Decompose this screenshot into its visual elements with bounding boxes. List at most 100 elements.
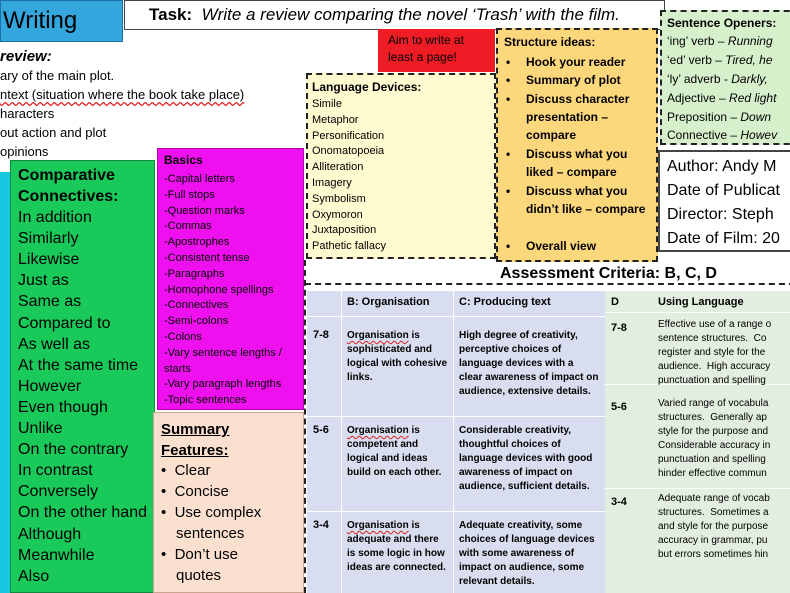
connective-item: As well as bbox=[18, 335, 91, 353]
band-label: 7-8 bbox=[313, 329, 329, 341]
connective-item: At the same time bbox=[18, 356, 139, 374]
language-device-item: Symbolism bbox=[312, 192, 366, 205]
film-date-line: Date of Film: 20 bbox=[667, 230, 780, 247]
structure-ideas-box: Structure ideas: •Hook your reader •Summ… bbox=[496, 28, 658, 262]
basics-item: -Vary paragraph lengths bbox=[164, 378, 282, 391]
summary-item: • Concise bbox=[161, 483, 229, 500]
opener-item: ‘ing’ verb – Running bbox=[667, 34, 773, 48]
summary-box: Summary Features: • Clear • Concise • Us… bbox=[153, 412, 304, 593]
divider bbox=[304, 260, 306, 593]
column-header-producing-text: C: Producing text bbox=[459, 296, 551, 308]
opener-item: ‘ed’ verb – Tired, he bbox=[667, 53, 773, 67]
organisation-descriptor: Organisation is adequate and there is so… bbox=[347, 519, 449, 575]
basics-item: -Semi-colons bbox=[164, 315, 229, 328]
organisation-rest: is sophisticated and logical with cohesi… bbox=[347, 330, 448, 383]
summary-item-text: Don’t use bbox=[174, 546, 238, 563]
column-header-using-language: Using Language bbox=[658, 296, 744, 308]
connective-item: Unlike bbox=[18, 420, 63, 437]
structure-item-text: Hook your reader bbox=[526, 55, 626, 69]
opener-label: Adjective – bbox=[667, 91, 730, 105]
opener-example: Tired, he bbox=[725, 53, 773, 67]
column-header-organisation: B: Organisation bbox=[347, 296, 430, 308]
basics-heading: Basics bbox=[164, 153, 203, 167]
opener-example: Running bbox=[727, 34, 773, 48]
divider bbox=[305, 283, 790, 285]
summary-item: • Don’t use bbox=[161, 546, 238, 563]
opener-item: ‘ly’ adverb - Darkly, bbox=[667, 72, 768, 86]
opener-example: Down bbox=[740, 110, 772, 124]
author-line: Author: Andy M bbox=[667, 158, 777, 175]
band-label: 5-6 bbox=[611, 401, 627, 413]
row-divider bbox=[307, 511, 605, 512]
language-device-item: Simile bbox=[312, 98, 342, 110]
producing-text-descriptor: Adequate creativity, some choices of lan… bbox=[459, 520, 595, 587]
review-line: opinions bbox=[0, 144, 49, 159]
band-label: 5-6 bbox=[313, 424, 329, 436]
review-line: haracters bbox=[0, 106, 55, 121]
sentence-openers-box: Sentence Openers: ‘ing’ verb – Running ‘… bbox=[660, 10, 790, 145]
organisation-word: Organisation bbox=[347, 520, 409, 531]
opener-label: ‘ed’ verb – bbox=[667, 53, 726, 67]
aim-text: Aim to write at least a page! bbox=[388, 33, 465, 64]
summary-item: • Use complex bbox=[161, 504, 262, 521]
producing-text-descriptor: High degree of creativity, perceptive ch… bbox=[459, 330, 599, 397]
summary-heading: Summary Features: bbox=[161, 421, 230, 459]
bullet-icon: • bbox=[506, 184, 511, 198]
basics-item: -Paragraphs bbox=[164, 267, 225, 280]
using-language-descriptor: Varied range of vocabula structures. Gen… bbox=[658, 398, 771, 479]
summary-item-continued: quotes bbox=[176, 567, 222, 584]
organisation-descriptor: Organisation is competent and logical an… bbox=[347, 424, 449, 480]
language-device-item: Oxymoron bbox=[312, 208, 363, 221]
basics-item: -Question marks bbox=[164, 204, 245, 217]
task-label: Task: bbox=[149, 5, 193, 24]
title-box: Writing bbox=[0, 0, 123, 42]
task-box: Task: Write a review comparing the novel… bbox=[124, 0, 665, 30]
connective-item: Just as bbox=[18, 272, 69, 290]
language-device-item: Imagery bbox=[312, 177, 352, 189]
connectives-heading: Comparative Connectives: bbox=[18, 167, 119, 205]
basics-item: -Full stops bbox=[164, 188, 215, 201]
summary-item-text: Use complex bbox=[174, 504, 262, 521]
connective-item: Same as bbox=[18, 293, 82, 311]
bullet-icon: • bbox=[506, 92, 511, 106]
author-info-box: Author: Andy M Date of Publicat Director… bbox=[658, 150, 790, 252]
organisation-word: Organisation bbox=[347, 330, 409, 341]
using-language-descriptor: Effective use of a range o sentence stru… bbox=[658, 319, 772, 386]
column-header-d: D bbox=[611, 296, 619, 308]
basics-item: -Topic sentences bbox=[164, 394, 247, 407]
opener-example: Howev bbox=[740, 128, 778, 142]
basics-item: -Capital letters bbox=[164, 173, 235, 185]
row-divider bbox=[307, 316, 605, 317]
opener-example: Darkly, bbox=[731, 72, 768, 86]
band-label: 3-4 bbox=[313, 519, 329, 531]
organisation-rest: is competent and logical and ideas build… bbox=[347, 425, 442, 478]
summary-item-text: Clear bbox=[174, 462, 211, 479]
review-line-text: ntext (situation where the book take pla… bbox=[0, 87, 245, 102]
connective-item: Conversely bbox=[18, 483, 99, 501]
review-line: ary of the main plot. bbox=[0, 68, 115, 83]
column-divider bbox=[341, 291, 342, 593]
summary-item-continued: sentences bbox=[176, 525, 245, 542]
basics-item: -Apostrophes bbox=[164, 236, 230, 249]
sentence-openers-heading: Sentence Openers: bbox=[667, 16, 777, 30]
review-instructions: review: ary of the main plot. ntext (sit… bbox=[0, 46, 305, 159]
connective-item: In addition bbox=[18, 209, 92, 226]
row-divider bbox=[605, 384, 790, 385]
language-device-item: Alliteration bbox=[312, 161, 364, 174]
basics-item: -Consistent tense bbox=[164, 252, 250, 264]
row-divider bbox=[307, 416, 605, 417]
column-divider bbox=[453, 291, 454, 593]
bullet-icon: • bbox=[506, 55, 511, 69]
review-line: out action and plot bbox=[0, 125, 107, 140]
producing-text-descriptor: Considerable creativity, thoughtful choi… bbox=[459, 425, 593, 492]
summary-item: • Clear bbox=[161, 462, 211, 479]
row-divider bbox=[605, 488, 790, 489]
connective-item: Meanwhile bbox=[18, 546, 95, 564]
connective-item: In contrast bbox=[18, 462, 93, 480]
opener-label: Connective – bbox=[667, 128, 741, 142]
publication-date-line: Date of Publicat bbox=[667, 182, 780, 199]
basics-item: -Vary sentence lengths / bbox=[164, 346, 282, 359]
language-device-item: Pathetic fallacy bbox=[312, 240, 386, 253]
